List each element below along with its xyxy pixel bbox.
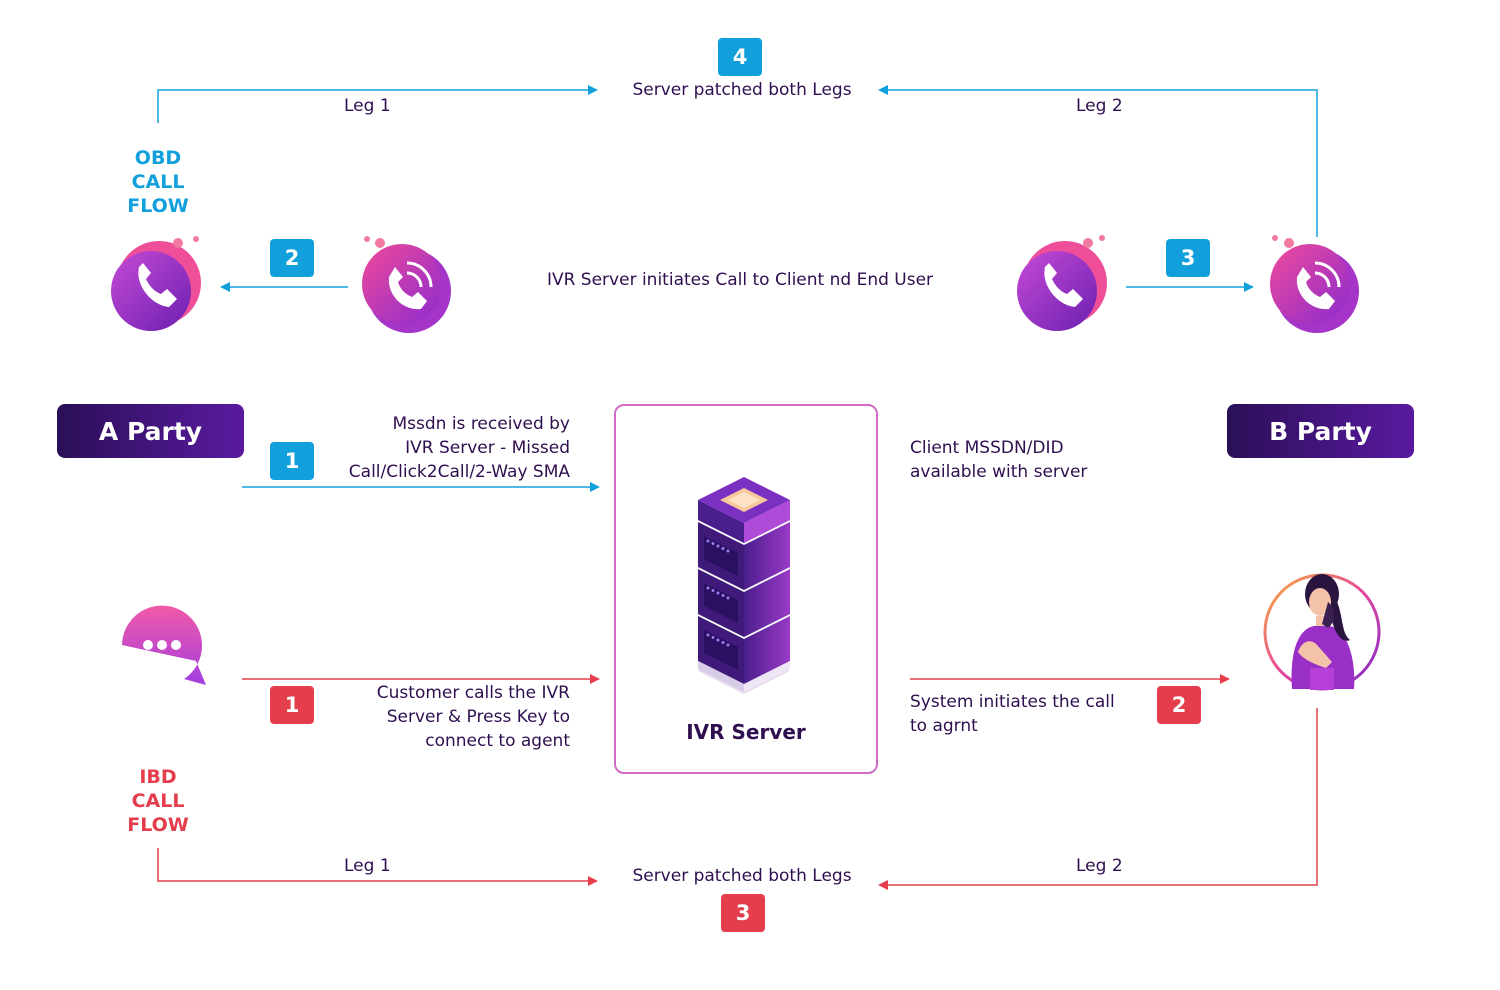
obd-flow-label-line: OBD: [134, 147, 182, 169]
obd-step1-badge: 1: [270, 442, 314, 480]
phone-icon: [1017, 235, 1107, 331]
agent-avatar-icon: [1263, 573, 1381, 691]
ibd-flow-label-line: IBD: [139, 766, 177, 788]
ibd-customer-text-line: Customer calls the IVR: [376, 683, 570, 703]
ibd-patched-text: Server patched both Legs: [632, 866, 852, 886]
obd-step1-text: Mssdn is received by IVR Server - Missed…: [300, 412, 570, 484]
client-mssdn-text-line: Client MSSDN/DID: [910, 438, 1064, 458]
client-mssdn-text-line: available with server: [910, 462, 1088, 482]
phone-icon: [111, 236, 201, 331]
b-party-label: B Party: [1227, 404, 1414, 458]
ibd-customer-text: Customer calls the IVR Server & Press Ke…: [320, 681, 570, 753]
ibd-leg2-label: Leg 2: [1076, 856, 1123, 876]
obd-step4-badge: 4: [718, 38, 762, 76]
server-rack-icon: [698, 477, 790, 694]
ivr-initiates-text: IVR Server initiates Call to Client nd E…: [546, 270, 934, 290]
ibd-system-text-line: System initiates the call: [910, 692, 1115, 712]
obd-flow-label: OBD CALL FLOW: [108, 146, 208, 218]
ibd-step3-badge: 3: [721, 894, 765, 932]
phone-ringing-icon: [1270, 235, 1359, 333]
obd-step1-text-line: Call/Click2Call/2-Way SMA: [348, 462, 570, 482]
chat-bubble-icon: [122, 605, 206, 685]
phone-ringing-icon: [362, 236, 451, 333]
obd-flow-label-line: FLOW: [127, 195, 189, 217]
obd-step1-text-line: Mssdn is received by: [392, 414, 570, 434]
client-mssdn-text: Client MSSDN/DID available with server: [910, 436, 1087, 484]
obd-step3-badge: 3: [1166, 239, 1210, 277]
obd-step1-text-line: IVR Server - Missed: [405, 438, 570, 458]
ibd-system-text: System initiates the call to agrnt: [910, 690, 1115, 738]
ibd-customer-text-line: connect to agent: [425, 731, 570, 751]
ibd-flow-label: IBD CALL FLOW: [108, 765, 208, 837]
ibd-leg1-connector: [157, 848, 598, 886]
obd-leg1-label: Leg 1: [344, 96, 391, 116]
ibd-leg2-connector: [878, 708, 1318, 890]
obd-leg2-label: Leg 2: [1076, 96, 1123, 116]
ivr-server-label: IVR Server: [686, 720, 806, 744]
ivr-server-box: IVR Server: [614, 404, 878, 774]
obd-patched-text: Server patched both Legs: [632, 80, 852, 100]
obd-leg1-connector: [157, 85, 598, 123]
ibd-flow-label-line: CALL: [131, 790, 185, 812]
obd-leg2-connector: [878, 85, 1318, 237]
ibd-customer-text-line: Server & Press Key to: [386, 707, 570, 727]
obd-flow-label-line: CALL: [131, 171, 185, 193]
ibd-system-text-line: to agrnt: [910, 716, 978, 736]
a-party-label: A Party: [57, 404, 244, 458]
ibd-flow-label-line: FLOW: [127, 814, 189, 836]
obd-step2-badge: 2: [270, 239, 314, 277]
ibd-leg1-label: Leg 1: [344, 856, 391, 876]
ibd-step2-badge: 2: [1157, 686, 1201, 724]
ibd-step1-badge: 1: [270, 686, 314, 724]
